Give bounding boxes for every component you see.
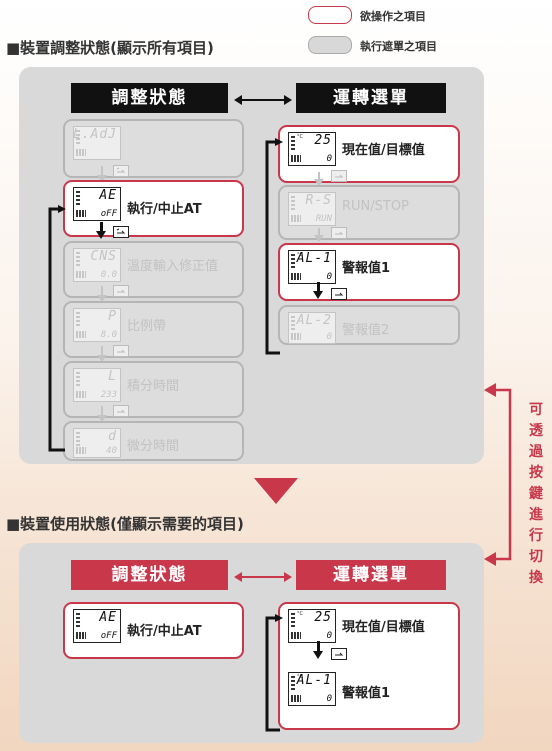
bottom-adjust-header: 調整狀態 (71, 560, 228, 590)
arrow-down-icon (96, 222, 106, 239)
legend-operable-label: 欲操作之項目 (360, 10, 426, 23)
lcd-display: L.AdJ (73, 126, 121, 160)
cycle-key-icon (331, 227, 347, 239)
cycle-key-icon (113, 345, 129, 357)
top-double-arrow (234, 91, 292, 105)
top-adjust-header: 調整狀態 (71, 83, 228, 113)
item-label: 警報值1 (342, 686, 391, 701)
cycle-key-icon (331, 170, 347, 182)
arrow-down-icon (313, 641, 323, 659)
top-run-header: 運轉選單 (296, 83, 446, 113)
cycle-key-icon (113, 405, 129, 417)
cycle-key-icon (331, 648, 347, 660)
legend-masked-label: 執行遮單之項目 (360, 40, 437, 53)
cycle-key-icon (113, 226, 129, 238)
side-switch-bracket (484, 383, 520, 567)
item-label: 警報值2 (342, 323, 390, 338)
bottom-double-arrow (234, 568, 292, 582)
item-label: 現在值/目標值 (342, 620, 425, 635)
legend-masked-swatch (308, 36, 352, 54)
bottom-run-loop-line (264, 614, 284, 734)
item-label: 現在值/目標值 (342, 143, 425, 158)
item-label: 微分時間 (127, 439, 180, 454)
arrow-down-icon (97, 166, 107, 182)
arrow-down-icon (97, 286, 107, 302)
bottom-section-title: ■裝置使用狀態(僅顯示需要的項目) (6, 515, 244, 533)
item-label: 執行/中止AT (127, 624, 202, 639)
arrow-down-icon (314, 172, 324, 186)
arrow-down-icon (97, 346, 107, 362)
run-loop-line (264, 138, 284, 358)
arrow-down-icon (314, 228, 324, 242)
adjust-loop-line (48, 205, 68, 455)
item-label: 警報值1 (342, 261, 391, 276)
item-label: 比例帶 (127, 319, 167, 334)
arrow-down-icon (97, 406, 107, 422)
side-switch-label: 可透過按鍵進行切換 (529, 402, 543, 586)
item-label: RUN/STOP (342, 199, 409, 214)
arrow-down-icon (313, 282, 323, 299)
bottom-run-header: 運轉選單 (296, 560, 446, 590)
item-label: 溫度輸入修正值 (127, 259, 219, 274)
item-label: 執行/中止AT (127, 202, 202, 217)
top-section-title: ■裝置調整狀態(顯示所有項目) (6, 39, 214, 57)
transition-down-arrow-icon (252, 478, 300, 510)
top-adjust-item-ladj[interactable]: L.AdJ (63, 119, 244, 178)
cycle-key-icon (113, 285, 129, 297)
cycle-key-icon (113, 165, 129, 177)
legend-operable-swatch (308, 6, 352, 24)
cycle-key-icon (331, 288, 347, 300)
item-label: 積分時間 (127, 379, 180, 394)
